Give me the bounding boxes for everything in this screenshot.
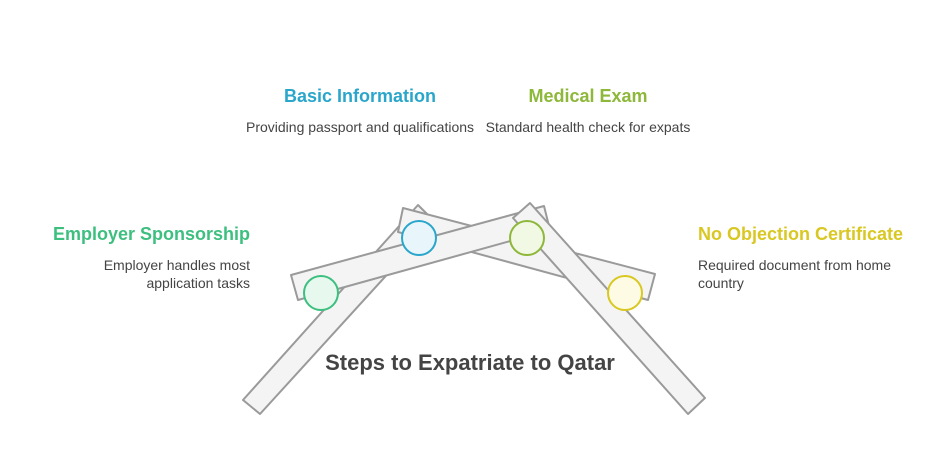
step-medical-exam-description: Standard health check for expats [485, 119, 691, 135]
beam-right-descending [512, 202, 706, 415]
step-no-objection-certificate-title: No Objection Certificate [698, 224, 904, 244]
step-basic-information-description: Providing passport and qualifications [245, 119, 475, 135]
step-medical-exam: Medical Exam Standard health check for e… [468, 84, 708, 136]
step-employer-sponsorship-description: Employer handles most application tasks [103, 257, 250, 291]
node-employer-sponsorship[interactable] [303, 275, 339, 311]
step-employer-sponsorship-title: Employer Sponsorship [52, 224, 250, 244]
step-employer-sponsorship: Employer Sponsorship Employer handles mo… [40, 222, 250, 292]
node-basic-information[interactable] [401, 220, 437, 256]
step-basic-information-title: Basic Information [283, 86, 437, 106]
step-basic-information: Basic Information Providing passport and… [240, 84, 480, 136]
node-no-objection-certificate[interactable] [607, 275, 643, 311]
diagram-title: Steps to Expatriate to Qatar [325, 350, 615, 375]
step-no-objection-certificate-description: Required document from home country [698, 257, 891, 291]
step-no-objection-certificate: No Objection Certificate Required docume… [698, 222, 918, 292]
step-medical-exam-title: Medical Exam [528, 86, 648, 106]
node-medical-exam[interactable] [509, 220, 545, 256]
